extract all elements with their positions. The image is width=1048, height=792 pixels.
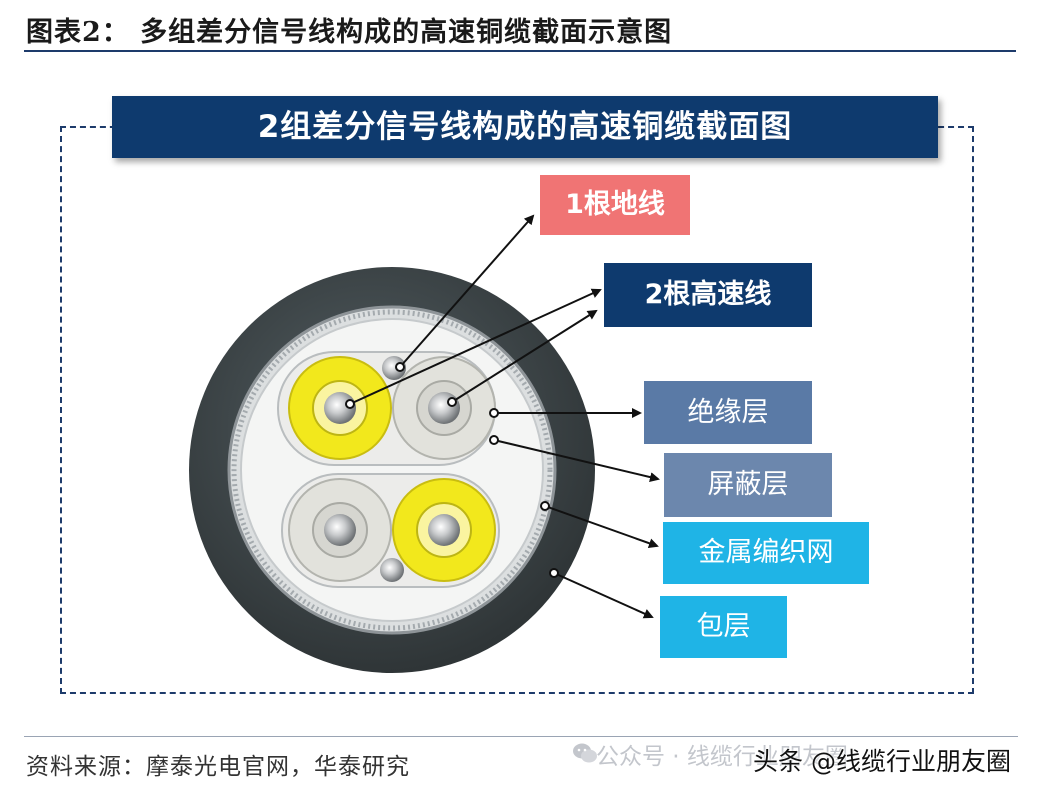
title-divider	[24, 50, 1016, 52]
dot-jacket	[549, 568, 559, 578]
leader-shield	[493, 439, 660, 483]
label-metal-braid: 金属编织网	[663, 522, 869, 584]
dot-ground-wire	[395, 362, 405, 372]
conductor-top-right	[428, 392, 460, 424]
label-jacket: 包层	[660, 596, 787, 658]
watermark-toutiao: 头条 @线缆行业朋友圈	[753, 747, 1011, 776]
dot-metal-braid	[540, 501, 550, 511]
braid-texture	[231, 309, 553, 631]
watermark-account: 公众号 · 线缆行业朋友圈	[596, 744, 848, 770]
label-ground-wire: 1根地线	[540, 175, 690, 235]
dot-shield	[489, 435, 499, 445]
wechat-icon	[573, 743, 597, 763]
leader-high-speed-1	[349, 288, 602, 405]
leader-ground-wire	[399, 214, 535, 368]
label-insulation: 绝缘层	[644, 381, 812, 444]
leader-jacket	[553, 572, 654, 619]
diagram-banner: 2组差分信号线构成的高速铜缆截面图	[112, 96, 938, 158]
label-shield: 屏蔽层	[664, 453, 832, 517]
source-note: 资料来源：摩泰光电官网，华泰研究	[26, 754, 410, 780]
figure-title: 图表2： 多组差分信号线构成的高速铜缆截面示意图	[26, 17, 673, 48]
leader-high-speed-2	[451, 309, 598, 403]
conductor-bottom-right	[428, 514, 460, 546]
leader-metal-braid	[544, 505, 659, 549]
footer-divider	[24, 736, 1018, 737]
dot-insulation	[489, 408, 499, 418]
conductor-bottom-left	[324, 514, 356, 546]
dot-high-speed-2	[447, 397, 457, 407]
ground-wire-bottom	[380, 558, 404, 582]
label-high-speed-wires: 2根高速线	[604, 263, 812, 327]
dot-high-speed-1	[345, 399, 355, 409]
